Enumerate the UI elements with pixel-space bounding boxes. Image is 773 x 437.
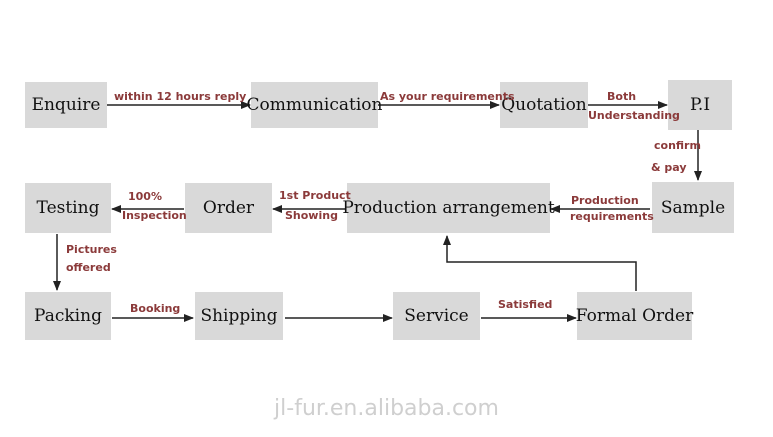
- node-testing: Testing: [25, 183, 111, 233]
- node-sample: Sample: [652, 182, 734, 233]
- node-formal-order: Formal Order: [576, 292, 693, 340]
- node-quotation: Quotation: [500, 82, 588, 128]
- label-testing-packing-line1: Pictures: [66, 243, 117, 256]
- label-sample-production-line2: requirements: [570, 210, 654, 223]
- label-order-testing-line1: 100%: [128, 190, 162, 203]
- label-communication-quotation: As your requirements: [380, 90, 515, 103]
- label-quotation-pi-line2: Understanding: [588, 109, 680, 122]
- label-service-formal-order: Satisfied: [498, 298, 553, 311]
- node-order: Order: [185, 183, 272, 233]
- node-pi: P.I: [668, 80, 732, 130]
- watermark: jl-fur.en.alibaba.com: [274, 396, 499, 421]
- label-pi-sample-line1: confirm: [654, 139, 701, 152]
- label-sample-production-line1: Production: [571, 194, 639, 207]
- label-production-order-line1: 1st Product: [279, 189, 351, 202]
- arrow-formal-order-production: [443, 235, 637, 291]
- label-production-order-line2: Showing: [285, 209, 338, 222]
- node-packing: Packing: [25, 292, 111, 340]
- node-enquire: Enquire: [25, 82, 107, 128]
- node-service: Service: [393, 292, 480, 340]
- node-shipping: Shipping: [195, 292, 283, 340]
- label-pi-sample-line2: & pay: [651, 161, 687, 174]
- label-enquire-communication: within 12 hours reply: [114, 90, 247, 103]
- label-quotation-pi-line1: Both: [607, 90, 637, 103]
- node-production-arrangement: Production arrangement: [342, 183, 555, 233]
- label-order-testing-line2: Inspection: [122, 209, 187, 222]
- node-communication: Communication: [247, 82, 382, 128]
- label-packing-shipping: Booking: [130, 302, 181, 315]
- label-testing-packing-line2: offered: [66, 261, 111, 274]
